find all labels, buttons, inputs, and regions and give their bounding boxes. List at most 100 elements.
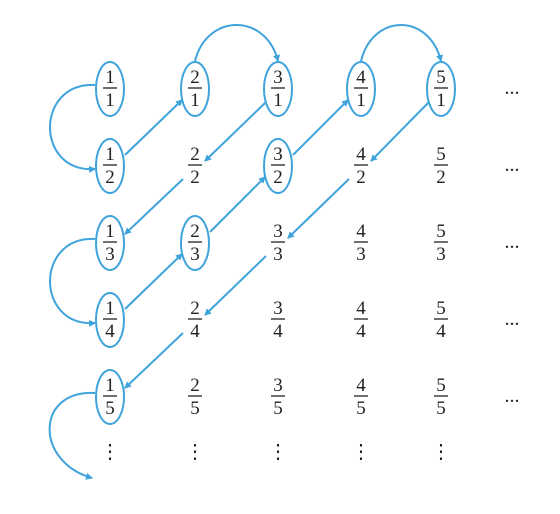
fraction-denominator: 4 [273, 321, 283, 342]
fraction-cell: 14 [103, 298, 117, 342]
fraction-denominator: 5 [436, 398, 446, 419]
fraction-cell: 13 [103, 221, 117, 265]
fraction-cell: 25 [188, 375, 202, 419]
fraction-numerator: 2 [190, 221, 200, 242]
fraction-denominator: 3 [273, 244, 283, 265]
fraction-numerator: 3 [273, 221, 283, 242]
selected-fraction-ring [95, 138, 125, 194]
fraction-cell: 41 [354, 67, 368, 111]
enumeration-arrow [292, 99, 349, 156]
fraction-numerator: 3 [273, 67, 283, 88]
fraction-denominator: 4 [105, 321, 115, 342]
fraction-numerator: 1 [105, 67, 115, 88]
fraction-denominator: 5 [105, 398, 115, 419]
enumeration-arrow [287, 178, 350, 239]
enumeration-arrow [49, 83, 97, 173]
enumeration-arrow [360, 24, 443, 63]
fraction-cell: 34 [271, 298, 285, 342]
column-ellipsis: ⋮ [100, 441, 120, 463]
fraction-numerator: 1 [105, 144, 115, 165]
fraction-numerator: 1 [105, 221, 115, 242]
selected-fraction-ring [95, 61, 125, 117]
fraction-numerator: 2 [190, 298, 200, 319]
fraction-denominator: 4 [190, 321, 200, 342]
fraction-denominator: 1 [356, 90, 366, 111]
fraction-cell: 55 [434, 375, 448, 419]
fraction-denominator: 2 [356, 167, 366, 188]
enumeration-arrow [124, 99, 183, 156]
fraction-numerator: 3 [273, 298, 283, 319]
fraction-cell: 51 [434, 67, 448, 111]
enumeration-arrow [124, 178, 184, 235]
fraction-numerator: 2 [190, 67, 200, 88]
fraction-denominator: 1 [190, 90, 200, 111]
fraction-numerator: 4 [356, 144, 366, 165]
fraction-denominator: 2 [105, 167, 115, 188]
fraction-denominator: 3 [436, 244, 446, 265]
fraction-cell: 23 [188, 221, 202, 265]
fraction-denominator: 5 [190, 398, 200, 419]
fraction-cell: 12 [103, 144, 117, 188]
fraction-numerator: 4 [356, 375, 366, 396]
fraction-cell: 35 [271, 375, 285, 419]
fraction-numerator: 5 [436, 375, 446, 396]
fraction-cell: 53 [434, 221, 448, 265]
row-ellipsis: ... [505, 231, 520, 253]
selected-fraction-ring [95, 215, 125, 271]
fraction-denominator: 4 [356, 321, 366, 342]
fraction-numerator: 5 [436, 67, 446, 88]
fraction-denominator: 1 [436, 90, 446, 111]
selected-fraction-ring [180, 215, 210, 271]
fraction-denominator: 1 [105, 90, 115, 111]
fraction-cell: 44 [354, 298, 368, 342]
enumeration-arrow [204, 255, 267, 316]
column-ellipsis: ⋮ [351, 441, 371, 463]
selected-fraction-ring [95, 292, 125, 348]
enumeration-arrow [194, 24, 280, 63]
selected-fraction-ring [180, 61, 210, 117]
fraction-numerator: 5 [436, 298, 446, 319]
fraction-denominator: 1 [273, 90, 283, 111]
enumeration-arrow [48, 391, 96, 480]
fraction-cell: 32 [271, 144, 285, 188]
selected-fraction-ring [263, 138, 293, 194]
fraction-numerator: 2 [190, 144, 200, 165]
enumeration-arrow [370, 101, 430, 162]
fraction-numerator: 1 [105, 298, 115, 319]
fraction-denominator: 3 [356, 244, 366, 265]
enumeration-arrow [124, 332, 184, 389]
fraction-cell: 54 [434, 298, 448, 342]
enumeration-arrow [124, 253, 183, 310]
fraction-numerator: 4 [356, 221, 366, 242]
selected-fraction-ring [426, 61, 456, 117]
column-ellipsis: ⋮ [268, 441, 288, 463]
enumeration-arrow [49, 237, 97, 327]
selected-fraction-ring [346, 61, 376, 117]
fraction-numerator: 3 [273, 144, 283, 165]
row-ellipsis: ... [505, 77, 520, 99]
enumeration-arrow [204, 101, 267, 162]
fraction-numerator: 5 [436, 221, 446, 242]
fraction-denominator: 5 [356, 398, 366, 419]
fraction-denominator: 2 [273, 167, 283, 188]
fraction-denominator: 4 [436, 321, 446, 342]
fraction-cell: 24 [188, 298, 202, 342]
fraction-denominator: 5 [273, 398, 283, 419]
fraction-numerator: 1 [105, 375, 115, 396]
fraction-cell: 22 [188, 144, 202, 188]
fraction-denominator: 2 [436, 167, 446, 188]
fraction-denominator: 3 [105, 244, 115, 265]
enumeration-arrow [209, 176, 266, 233]
fraction-cell: 52 [434, 144, 448, 188]
row-ellipsis: ... [505, 154, 520, 176]
fraction-cell: 15 [103, 375, 117, 419]
fraction-numerator: 2 [190, 375, 200, 396]
fraction-numerator: 5 [436, 144, 446, 165]
fraction-cell: 45 [354, 375, 368, 419]
selected-fraction-ring [263, 61, 293, 117]
row-ellipsis: ... [505, 385, 520, 407]
fraction-numerator: 4 [356, 298, 366, 319]
fraction-denominator: 2 [190, 167, 200, 188]
fraction-cell: 42 [354, 144, 368, 188]
fraction-cell: 21 [188, 67, 202, 111]
